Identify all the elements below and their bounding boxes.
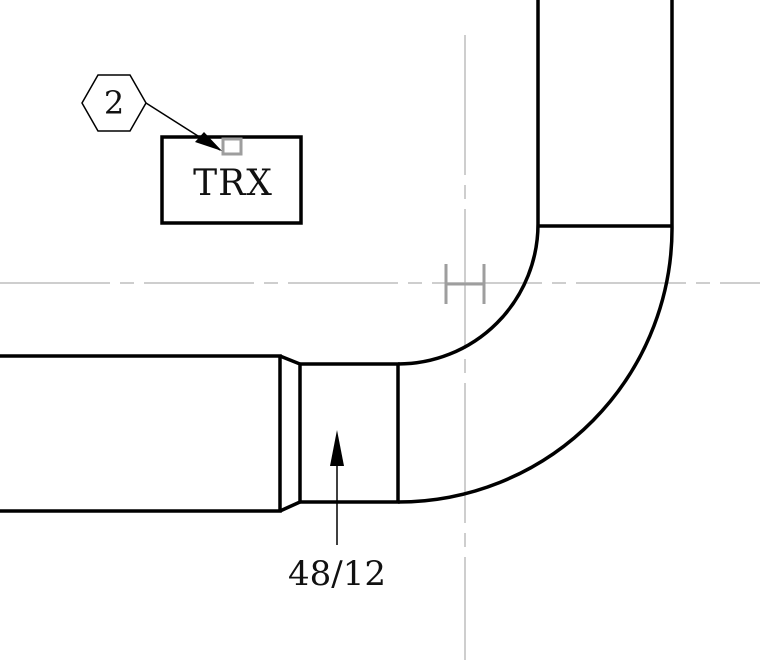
size-callout: 48/12 — [288, 430, 386, 594]
transition-piece — [279, 354, 302, 513]
tag-number-label: 2 — [104, 84, 124, 122]
left-duct-section — [0, 354, 282, 513]
equipment-label: TRX — [193, 163, 273, 204]
equipment-tag: TRX — [160, 135, 303, 225]
elbow-section — [397, 0, 674, 504]
size-arrowhead-icon — [330, 430, 344, 466]
callout-arrowhead-icon — [195, 132, 222, 151]
duct-run — [0, 0, 674, 513]
elbow-center-symbol — [444, 264, 486, 304]
equipment-connection-marker — [221, 137, 243, 156]
duct-size-label: 48/12 — [288, 554, 386, 594]
short-duct-section — [300, 362, 400, 504]
equipment-box — [160, 135, 303, 225]
item-callout: 2 — [81, 74, 222, 151]
